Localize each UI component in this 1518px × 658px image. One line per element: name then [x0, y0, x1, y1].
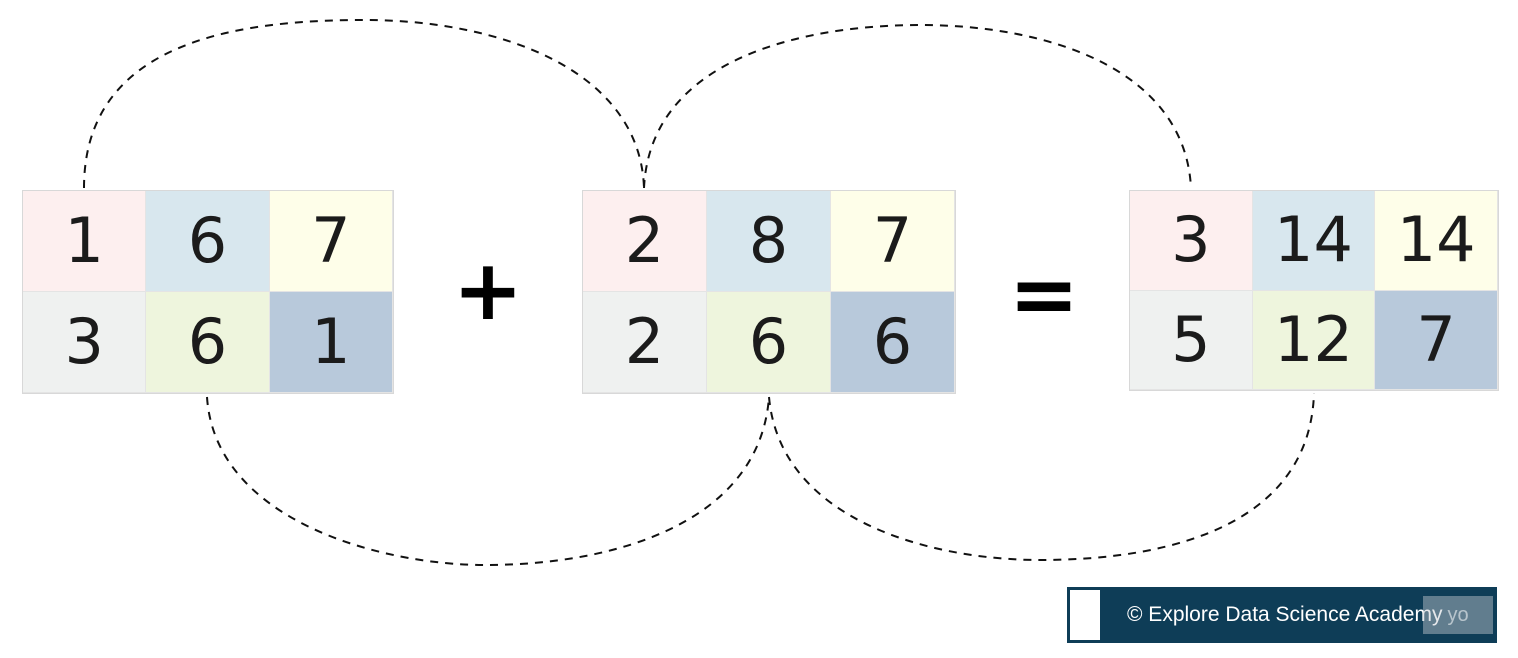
matrix-result-cell: 5 — [1130, 290, 1253, 390]
watermark-logo-icon: yo — [1423, 596, 1493, 634]
matrix-b-cell: 2 — [583, 191, 707, 292]
matrix-a-cell: 1 — [23, 191, 147, 292]
copyright-text: © Explore Data Science Academy — [1127, 603, 1443, 626]
matrix-b-cell: 6 — [831, 292, 955, 393]
matrix-b-cell: 8 — [707, 191, 831, 292]
matrix-a-cell: 6 — [146, 292, 270, 393]
matrix-a-cell: 3 — [23, 292, 147, 393]
equals-operator: = — [1008, 245, 1080, 343]
matrix-result-cell: 7 — [1375, 290, 1498, 390]
copyright-banner: © Explore Data Science Academy yo — [1067, 587, 1497, 643]
arc-a-to-b-bottom-middle — [206, 396, 770, 567]
matrix-result-cell: 14 — [1252, 191, 1376, 291]
matrix-a-cell: 7 — [269, 191, 393, 292]
banner-white-bar — [1070, 590, 1100, 640]
matrix-result-cell: 12 — [1252, 290, 1376, 390]
arc-a-to-b-top-left — [83, 18, 645, 189]
matrix-b-cell: 2 — [583, 292, 707, 393]
arc-b-to-c-top-right — [643, 23, 1192, 189]
arc-b-to-c-bottom-middle — [768, 392, 1315, 562]
matrix-result: 3 14 14 5 12 7 — [1129, 190, 1499, 391]
plus-operator: + — [452, 241, 524, 339]
matrix-result-cell: 14 — [1375, 191, 1498, 291]
matrix-a-cell: 1 — [269, 292, 393, 393]
matrix-result-cell: 3 — [1130, 191, 1253, 291]
matrix-b: 2 8 7 2 6 6 — [582, 190, 956, 394]
matrix-b-cell: 6 — [707, 292, 831, 393]
matrix-a-cell: 6 — [146, 191, 270, 292]
matrix-a: 1 6 7 3 6 1 — [22, 190, 394, 394]
matrix-b-cell: 7 — [831, 191, 955, 292]
